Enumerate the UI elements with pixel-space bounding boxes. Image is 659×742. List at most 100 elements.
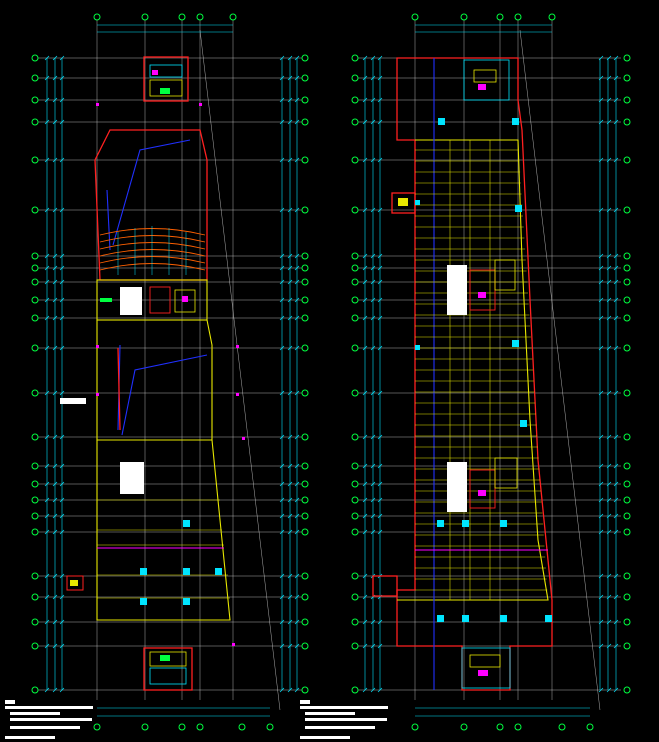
right-lower-core <box>415 457 548 551</box>
axis-bubble-icon <box>623 344 631 352</box>
right-middle-core <box>447 259 516 315</box>
right-dimension-tick <box>606 529 612 535</box>
axis-bubble-icon <box>351 264 359 272</box>
axis-bubble-icon <box>351 296 359 304</box>
right-dimension-tick <box>606 265 612 271</box>
axis-bubble-icon <box>623 264 631 272</box>
axis-bubble-icon <box>351 480 359 488</box>
axis-bubble-icon <box>31 572 39 580</box>
right-dimension-tick <box>598 297 604 303</box>
right-dimension-tick <box>606 253 612 259</box>
axis-bubble-icon <box>31 252 39 260</box>
right-dimension-tick <box>606 207 612 213</box>
axis-bubble-icon <box>31 264 39 272</box>
right-dimension-tick <box>606 594 612 600</box>
right-dimension-chains <box>364 24 617 717</box>
axis-bubble-icon <box>351 54 359 62</box>
axis-bubble-icon <box>301 593 309 601</box>
right-dimension-tick <box>606 297 612 303</box>
axis-bubble-icon <box>623 642 631 650</box>
right-dimension-tick <box>606 497 612 503</box>
axis-bubble-icon <box>351 496 359 504</box>
axis-bubble-icon <box>31 686 39 694</box>
axis-bubble-icon <box>301 433 309 441</box>
right-dimension-tick <box>598 619 604 625</box>
axis-bubble-icon <box>31 480 39 488</box>
axis-bubble-icon <box>31 74 39 82</box>
right-dimension-tick <box>598 390 604 396</box>
axis-bubble-icon <box>31 156 39 164</box>
right-top-axis-bubbles <box>411 13 556 21</box>
left-title-block <box>5 700 93 739</box>
right-dimension-tick <box>606 643 612 649</box>
right-dimension-tick <box>598 119 604 125</box>
left-lower-block <box>66 439 231 621</box>
right-dimension-tick <box>606 157 612 163</box>
axis-bubble-icon <box>623 496 631 504</box>
axis-bubble-icon <box>351 278 359 286</box>
axis-bubble-icon <box>623 618 631 626</box>
axis-bubble-icon <box>623 512 631 520</box>
axis-bubble-icon <box>301 480 309 488</box>
axis-bubble-icon <box>301 252 309 260</box>
axis-bubble-icon <box>351 433 359 441</box>
right-dimension-tick <box>598 75 604 81</box>
right-title-block <box>300 700 388 739</box>
right-dimension-tick <box>598 279 604 285</box>
axis-bubble-icon <box>623 96 631 104</box>
axis-bubble-icon <box>351 96 359 104</box>
axis-bubble-icon <box>623 252 631 260</box>
axis-bubble-icon <box>301 118 309 126</box>
axis-bubble-icon <box>301 389 309 397</box>
right-bottom-core <box>461 647 511 689</box>
axis-bubble-icon <box>351 462 359 470</box>
right-dimension-tick <box>598 573 604 579</box>
right-dimension-tick <box>606 619 612 625</box>
left-top-core-block <box>143 56 189 102</box>
right-dimension-tick <box>598 55 604 61</box>
axis-bubble-icon <box>623 593 631 601</box>
axis-bubble-icon <box>623 206 631 214</box>
axis-bubble-icon <box>351 314 359 322</box>
axis-bubble-icon <box>301 54 309 62</box>
right-floor-plan <box>300 13 631 739</box>
axis-bubble-icon <box>31 314 39 322</box>
axis-bubble-icon <box>623 54 631 62</box>
right-dimension-tick <box>598 345 604 351</box>
right-dimension-tick <box>598 594 604 600</box>
right-dimension-tick <box>606 55 612 61</box>
right-dimension-tick <box>606 573 612 579</box>
axis-bubble-icon <box>623 686 631 694</box>
axis-bubble-icon <box>351 74 359 82</box>
axis-bubble-icon <box>301 96 309 104</box>
axis-bubble-icon <box>351 252 359 260</box>
right-dimension-tick <box>598 434 604 440</box>
axis-bubble-icon <box>301 278 309 286</box>
axis-bubble-icon <box>301 528 309 536</box>
axis-bubble-icon <box>31 296 39 304</box>
right-upper-core <box>463 59 510 101</box>
right-dimension-tick <box>598 157 604 163</box>
right-dimension-tick <box>606 390 612 396</box>
axis-bubble-icon <box>301 206 309 214</box>
axis-bubble-icon <box>623 480 631 488</box>
axis-bubble-icon <box>623 156 631 164</box>
axis-bubble-icon <box>623 314 631 322</box>
right-dimension-tick <box>606 315 612 321</box>
axis-bubble-icon <box>623 118 631 126</box>
axis-bubble-icon <box>301 462 309 470</box>
axis-bubble-icon <box>301 496 309 504</box>
axis-bubble-icon <box>31 206 39 214</box>
right-column-markers <box>415 118 552 622</box>
right-dimension-tick <box>606 434 612 440</box>
axis-bubble-icon <box>623 528 631 536</box>
left-middle-void <box>60 319 213 441</box>
right-dimension-tick <box>606 345 612 351</box>
axis-bubble-icon <box>351 686 359 694</box>
axis-bubble-icon <box>623 74 631 82</box>
axis-bubble-icon <box>351 512 359 520</box>
axis-bubble-icon <box>301 686 309 694</box>
right-dimension-tick <box>606 119 612 125</box>
axis-bubble-icon <box>301 74 309 82</box>
axis-bubble-icon <box>301 344 309 352</box>
